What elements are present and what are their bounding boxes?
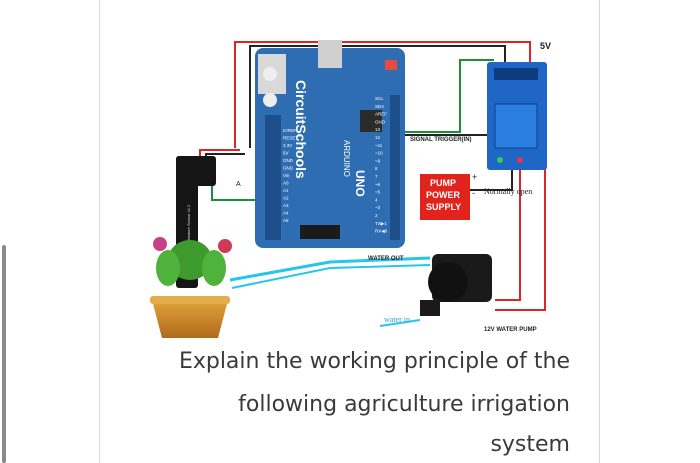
digital-pin-label-3: GND xyxy=(375,119,386,124)
digital-pin-label-14: ~3 xyxy=(375,205,381,210)
pump-supply-line1: PUMP xyxy=(430,178,456,188)
left-frame-line xyxy=(99,0,100,463)
wire-gnd-black xyxy=(249,45,506,148)
power-pin-label-10: A3 xyxy=(283,203,289,208)
power-pin-label-1: RESET xyxy=(283,136,298,141)
water-out-label: WATER OUT xyxy=(368,256,404,262)
wire-signal-green xyxy=(392,59,494,133)
pump-supply-line2: POWER xyxy=(426,190,461,200)
minus-sign: - xyxy=(472,188,475,198)
power-pin-label-7: A0 xyxy=(283,181,289,186)
board-brand: CircuitSchools xyxy=(293,80,309,179)
digital-pin-label-17: RX◀0 xyxy=(375,229,388,234)
pipe-water-in xyxy=(379,319,421,327)
wire-signal-trigger xyxy=(392,70,501,136)
flower-pot xyxy=(150,237,232,338)
power-pin-label-6: Vin xyxy=(283,173,290,178)
power-pin-label-8: A1 xyxy=(283,188,289,193)
power-pin-label-5: GND xyxy=(283,166,294,171)
wire-supply-to-pump xyxy=(495,165,546,311)
digital-pin-label-10: 7 xyxy=(375,174,378,179)
digital-pin-label-7: ~10 xyxy=(375,151,383,156)
digital-pin-label-0: SCL xyxy=(375,96,384,101)
power-pin-label-2: 3.3V xyxy=(283,143,292,148)
right-frame-line xyxy=(599,0,600,463)
digital-pin-label-15: 2 xyxy=(375,213,378,218)
relay-module xyxy=(487,62,547,170)
plus-sign: + xyxy=(472,172,477,182)
label-5v: 5V xyxy=(540,41,551,51)
power-pin-label-4: GND xyxy=(283,158,294,163)
power-pin-label-11: A4 xyxy=(283,211,289,216)
board-model: UNO xyxy=(353,170,367,197)
pipe-water-out xyxy=(229,256,431,282)
power-pin-label-3: 5V xyxy=(283,151,289,156)
digital-pin-label-8: ~9 xyxy=(375,158,381,163)
arduino-board: CircuitSchools ARDUINO UNO IOREF RESET 3.3… xyxy=(255,40,405,248)
pump-supply-line3: SUPPLY xyxy=(426,202,461,212)
normally-open-label: Normally open xyxy=(484,187,532,196)
power-pin-label-9: A2 xyxy=(283,196,289,201)
irrigation-circuit-diagram: CircuitSchools ARDUINO UNO IOREF RESET 3.3… xyxy=(150,40,551,338)
wire-relay-to-pump xyxy=(495,165,521,301)
question-line-2: following agriculture irrigation xyxy=(238,392,570,417)
water-in-label: water in xyxy=(384,315,410,324)
pump-power-supply: PUMP POWER SUPPLY + - xyxy=(420,172,477,220)
pipe-water-out-2 xyxy=(231,264,431,289)
question-line-3: system xyxy=(490,432,570,457)
power-pin-label-0: IOREF xyxy=(283,128,297,133)
digital-pin-label-5: 12 xyxy=(375,135,381,140)
digital-pin-labels: SCL SDA AREF GND 13 12 ~11 ~10 ~9 8 7 ~6 ~5 4 ~3 2TX▶1R… xyxy=(375,96,388,234)
digital-pin-label-13: 4 xyxy=(375,197,378,202)
digital-pin-label-16: TX▶1 xyxy=(375,221,387,226)
wire-relay-normally-open xyxy=(470,165,513,191)
signal-trigger-label: SIGNAL TRIGGER(IN) xyxy=(410,137,472,143)
board-name: ARDUINO xyxy=(342,140,351,177)
sensor-pin-a: A xyxy=(236,181,241,188)
water-pump xyxy=(420,254,492,316)
digital-pin-label-9: 8 xyxy=(375,166,378,171)
digital-pin-label-2: AREF xyxy=(375,112,387,117)
digital-pin-label-6: ~11 xyxy=(375,143,383,148)
question-line-1: Explain the working principle of the xyxy=(178,349,570,374)
digital-pin-label-12: ~5 xyxy=(375,190,381,195)
power-pin-label-12: A5 xyxy=(283,218,289,223)
scroll-indicator[interactable] xyxy=(2,245,6,463)
digital-pin-label-11: ~6 xyxy=(375,182,381,187)
wire-5v-red xyxy=(234,41,531,148)
sensor-text: Capacitive Soil Moisture Sensor v1.2 xyxy=(186,204,191,270)
digital-pin-label-4: 13 xyxy=(375,127,381,132)
water-pump-label: 12V WATER PUMP xyxy=(484,327,537,333)
digital-pin-label-1: SDA xyxy=(375,104,384,109)
